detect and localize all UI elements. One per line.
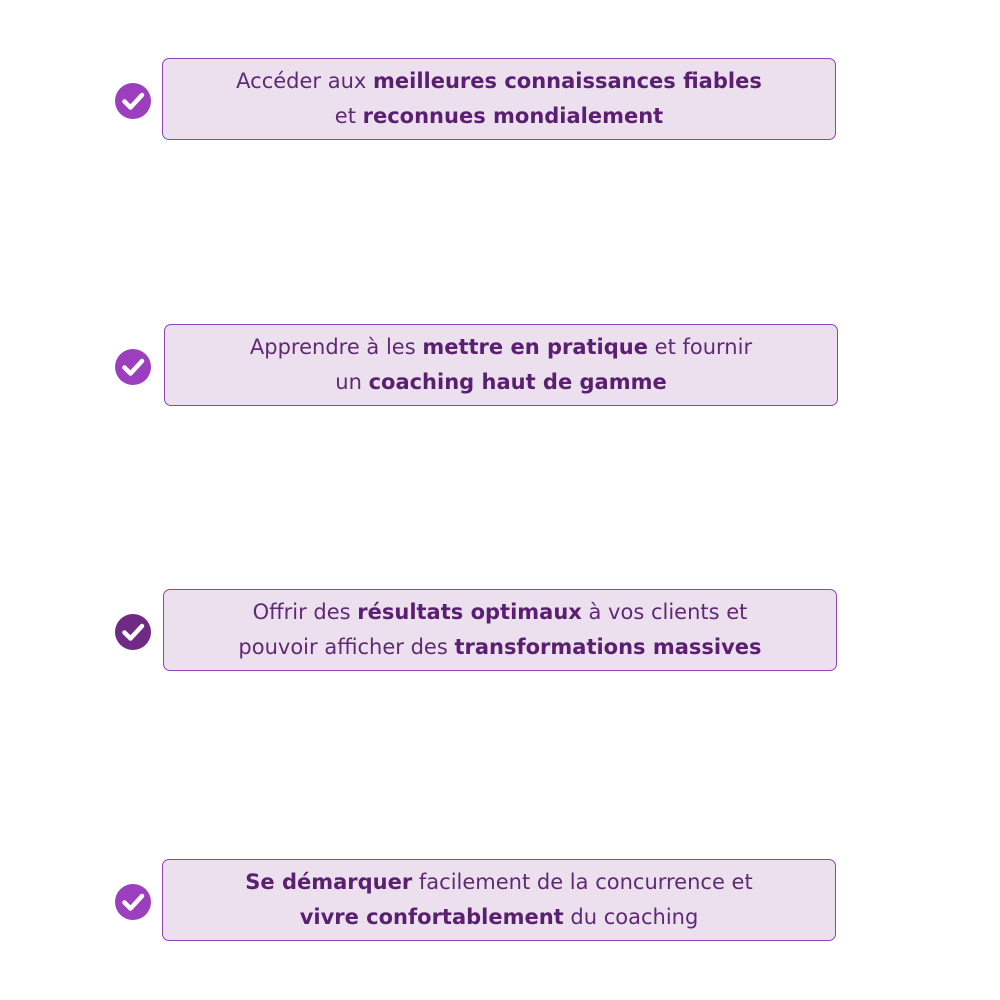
text-regular: Offrir des (252, 600, 358, 624)
benefit-line: vivre confortablement du coaching (300, 900, 699, 935)
text-regular: un (335, 370, 369, 394)
text-bold: mettre en pratique (422, 335, 648, 359)
text-regular: et (334, 104, 363, 128)
check-circle-icon (114, 82, 152, 120)
text-bold: Se démarquer (245, 870, 413, 894)
check-circle-icon (114, 348, 152, 386)
text-regular: du coaching (563, 905, 699, 929)
benefit-line: pouvoir afficher des transformations mas… (238, 630, 761, 665)
benefit-box: Se démarquer facilement de la concurrenc… (162, 859, 836, 941)
check-circle-icon (114, 883, 152, 921)
benefit-box: Offrir des résultats optimaux à vos clie… (163, 589, 837, 671)
benefit-item: Se démarquer facilement de la concurrenc… (0, 859, 1000, 943)
text-bold: coaching haut de gamme (368, 370, 667, 394)
benefit-box: Accéder aux meilleures connaissances fia… (162, 58, 836, 140)
text-bold: reconnues mondialement (362, 104, 664, 128)
benefit-box: Apprendre à les mettre en pratique et fo… (164, 324, 838, 406)
benefit-line: Offrir des résultats optimaux à vos clie… (253, 595, 748, 630)
text-regular: facilement de la concurrence et (412, 870, 753, 894)
benefit-line: Accéder aux meilleures connaissances fia… (236, 64, 762, 99)
text-regular: Accéder aux (236, 69, 374, 93)
benefit-item: Apprendre à les mettre en pratique et fo… (0, 324, 1000, 408)
text-bold: meilleures connaissances fiables (373, 69, 762, 93)
text-bold: vivre confortablement (299, 905, 564, 929)
benefit-item: Offrir des résultats optimaux à vos clie… (0, 589, 1000, 673)
text-regular: et fournir (647, 335, 753, 359)
benefit-line: Apprendre à les mettre en pratique et fo… (250, 330, 752, 365)
benefit-line: et reconnues mondialement (335, 99, 663, 134)
benefit-item: Accéder aux meilleures connaissances fia… (0, 58, 1000, 142)
check-circle-icon (114, 613, 152, 651)
text-regular: Apprendre à les (249, 335, 423, 359)
text-bold: résultats optimaux (357, 600, 582, 624)
benefit-line: un coaching haut de gamme (335, 365, 666, 400)
text-bold: transformations massives (454, 635, 762, 659)
text-regular: à vos clients et (581, 600, 748, 624)
benefit-line: Se démarquer facilement de la concurrenc… (245, 865, 752, 900)
text-regular: pouvoir afficher des (238, 635, 455, 659)
